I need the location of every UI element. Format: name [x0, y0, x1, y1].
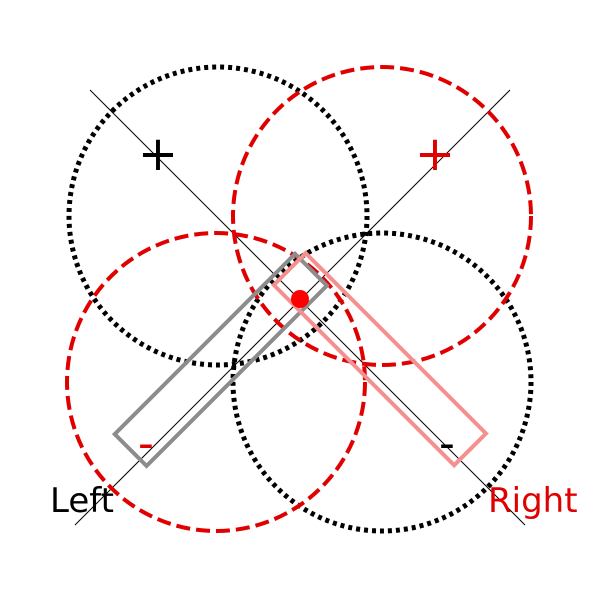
center-point-dot — [291, 290, 309, 308]
right-mic-axis — [74, 89, 511, 526]
right-front-lobe — [231, 65, 533, 367]
right-back-minus-sign: - — [138, 418, 154, 469]
left-mic-capsule — [111, 251, 330, 469]
right-back-lobe — [65, 231, 367, 533]
right-label: Right — [488, 481, 578, 521]
left-front-lobe — [66, 64, 370, 368]
right-mic-capsule — [271, 250, 489, 469]
left-back-minus-sign: - — [439, 418, 455, 469]
left-front-plus-sign: + — [138, 126, 178, 182]
right-front-plus-sign: + — [415, 126, 455, 182]
left-label: Left — [50, 481, 114, 521]
